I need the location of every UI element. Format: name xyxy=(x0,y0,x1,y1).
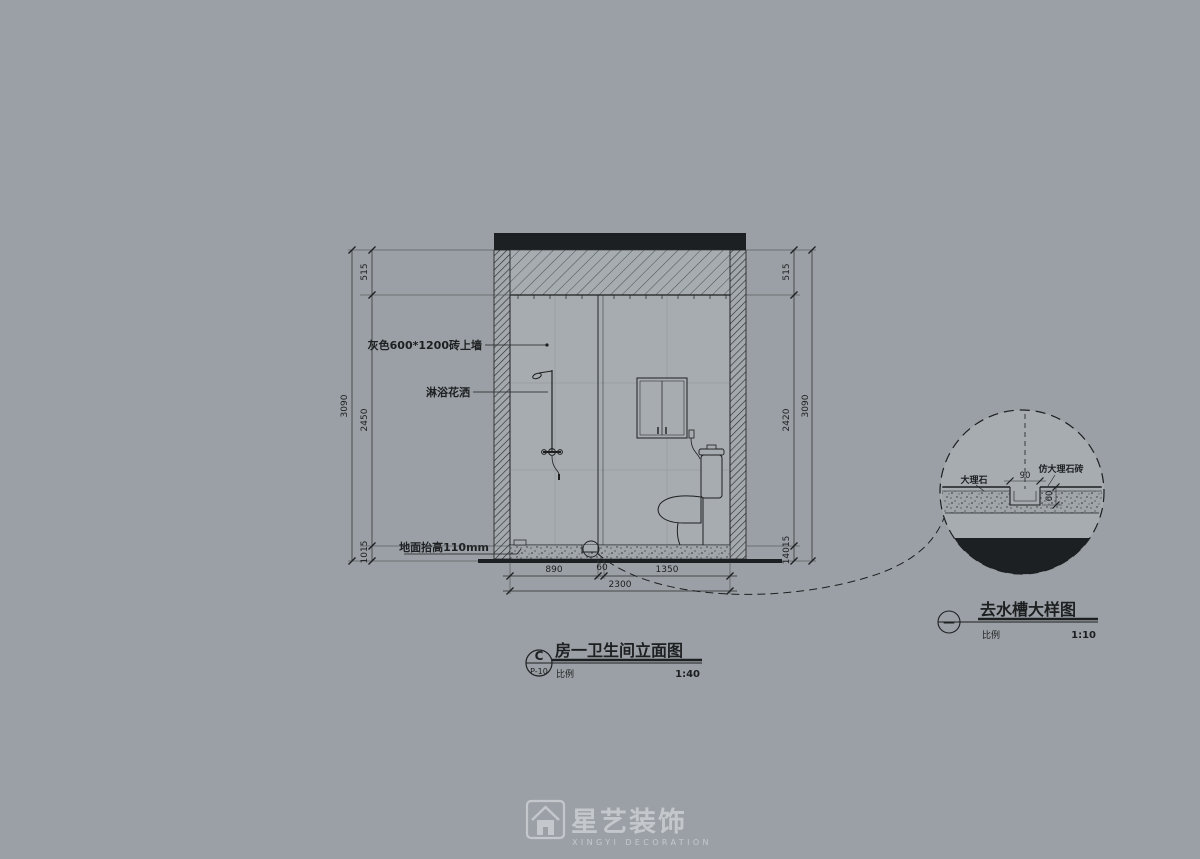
title-bubble-letter: C xyxy=(535,649,544,663)
elevation-scale-label: 比例 xyxy=(556,668,574,680)
sprayer-fixture xyxy=(688,429,701,460)
bathroom-elevation xyxy=(478,233,782,563)
dim-right-bottom: 14015 xyxy=(782,536,792,565)
detail-boundary-circle xyxy=(939,409,1105,575)
detail-reference-circle xyxy=(582,540,600,558)
elevation-callouts: 灰色600*1200砖上墙 淋浴花洒 地面抬高110mm xyxy=(368,338,549,555)
detail-scale-label: 比例 xyxy=(982,629,1000,641)
shower-fixture xyxy=(532,370,563,480)
callout-floor-raise: 地面抬高110mm xyxy=(399,540,489,554)
detail-section xyxy=(942,486,1102,514)
ground-line xyxy=(478,559,782,563)
detail-dim-depth: 60 xyxy=(1045,491,1055,502)
elevation-scale-value: 1:40 xyxy=(675,669,700,680)
elevation-title: 房一卫生间立面图 xyxy=(555,641,683,660)
dim-bottom-seg1: 890 xyxy=(545,565,562,575)
right-wall-section xyxy=(729,249,747,560)
detail-title-block: — 去水槽大样图 比例 1:10 xyxy=(937,600,1098,641)
title-bubble-ref: P-10 xyxy=(530,667,548,676)
drain-detail: 90 60 大理石 仿大理石砖 xyxy=(939,409,1105,575)
detail-channel xyxy=(1009,487,1041,506)
watermark: 星艺装饰 XINGYI DECORATION xyxy=(525,799,712,847)
dim-right-total: 3090 xyxy=(801,394,811,417)
detail-dim-width: 90 xyxy=(1020,471,1031,481)
dim-left-total: 3090 xyxy=(340,394,350,417)
logo-house-icon xyxy=(531,805,560,821)
dim-left-top: 515 xyxy=(360,263,370,280)
leader-dot-icon xyxy=(545,343,549,347)
detail-leader-curve xyxy=(596,517,945,595)
label-marble-tile: 仿大理石砖 xyxy=(1038,463,1083,475)
ceiling-beam xyxy=(494,233,746,250)
left-wall-section xyxy=(493,249,511,560)
dimensions: 3090 515 2450 1015 515 2420 14015 3090 8… xyxy=(340,246,816,595)
elevation-title-block: C P-10 房一卫生间立面图 比例 1:40 xyxy=(525,641,702,680)
dimension-ticks xyxy=(348,246,816,595)
ceiling-band xyxy=(509,249,731,299)
shower-head-icon xyxy=(532,372,542,380)
glass-partition xyxy=(597,295,604,545)
detail-slab-crescent xyxy=(954,538,1090,575)
mirror-cabinet xyxy=(636,377,688,439)
detail-scale-value: 1:10 xyxy=(1071,630,1096,641)
callout-wall-tile: 灰色600*1200砖上墙 xyxy=(368,338,482,352)
dim-right-mid: 2420 xyxy=(782,408,792,431)
floor-step xyxy=(513,539,527,546)
dim-right-top: 515 xyxy=(782,263,792,280)
dim-bottom-total: 2300 xyxy=(609,580,632,590)
logo-frame-icon xyxy=(525,799,566,840)
detail-title: 去水槽大样图 xyxy=(980,600,1076,619)
dim-bottom-seg2: 60 xyxy=(596,563,608,573)
watermark-en: XINGYI DECORATION xyxy=(572,838,712,847)
label-marble: 大理石 xyxy=(960,474,987,486)
drain-channel xyxy=(581,545,599,553)
dim-left-mid: 2450 xyxy=(360,408,370,431)
callout-shower: 淋浴花洒 xyxy=(426,385,470,399)
ceiling-ticks xyxy=(517,295,727,299)
dim-bottom-seg3: 1350 xyxy=(656,565,679,575)
detail-bubble-mark: — xyxy=(943,615,955,629)
dim-left-bottom: 1015 xyxy=(360,541,370,564)
raised-floor xyxy=(509,539,731,560)
watermark-cn: 星艺装饰 xyxy=(571,807,687,838)
